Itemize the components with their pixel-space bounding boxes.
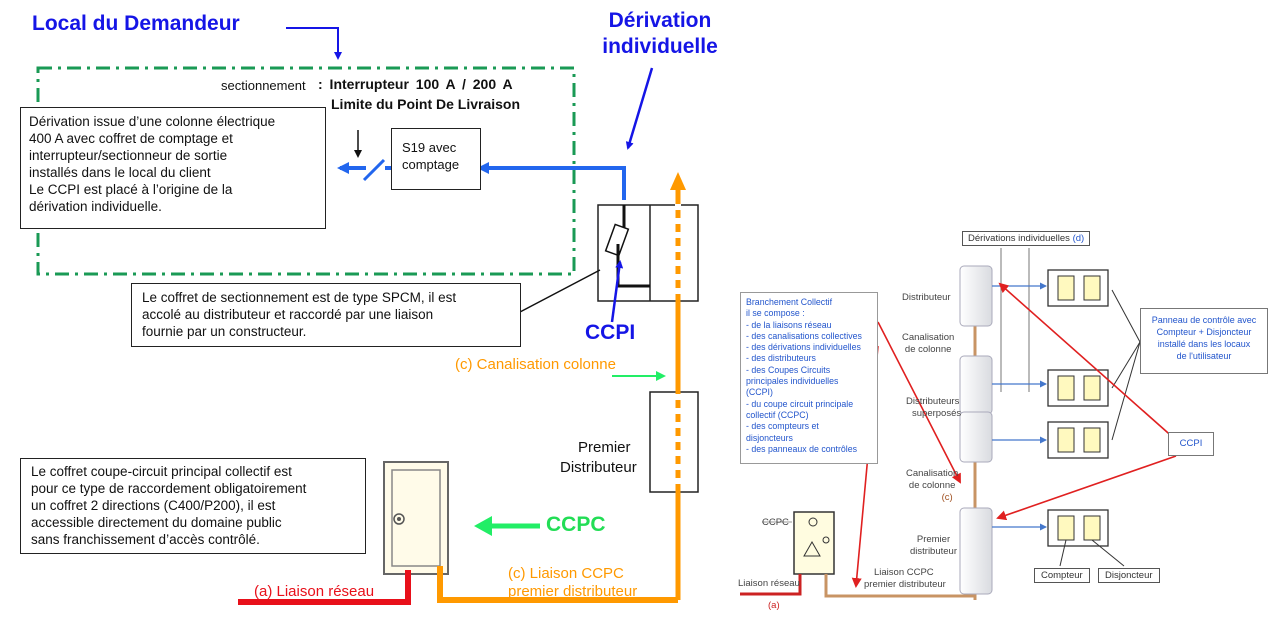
spcm-text-box: Le coffret de sectionnement est de type … xyxy=(131,283,521,347)
sectionnement-value: : Interrupteur 100 A / 200 A xyxy=(318,76,513,92)
distributeur-superpose-2 xyxy=(959,411,993,463)
control-panel-2 xyxy=(1047,369,1109,407)
distributeurs-superposes-label: Distributeurs superposés xyxy=(906,396,962,419)
control-panel-1 xyxy=(1047,269,1109,307)
premier-distributeur-label: Premier Distributeur xyxy=(560,439,637,476)
ccpi-label: CCPI xyxy=(585,321,636,344)
derivations-header: Dérivations individuelles (d) xyxy=(962,231,1091,246)
info-box: Dérivation issue d’une colonne électriqu… xyxy=(20,107,326,229)
branchement-box: Branchement Collectif il se compose : - … xyxy=(740,292,878,464)
local-boundary xyxy=(36,66,576,276)
distributeur-label: Distributeur xyxy=(902,292,951,303)
distributeur-superpose-1 xyxy=(959,355,993,415)
ccpc-right-label: CCPC xyxy=(762,517,789,528)
panneau-box: Panneau de contrôle avec Compteur + Disj… xyxy=(1140,308,1268,374)
liaison-ccpc-right-label: Liaison CCPC premier distributeur xyxy=(864,567,946,590)
premier-distributeur-cabinet xyxy=(959,507,993,595)
control-panel-4 xyxy=(1047,509,1109,547)
ccpc-text: Le coffret coupe-circuit principal colle… xyxy=(31,464,307,547)
limite-label: Limite du Point De Livraison xyxy=(331,96,521,112)
distributeur-cabinet xyxy=(959,265,993,327)
liaison-reseau-right-label: Liaison réseau xyxy=(738,578,800,589)
s19-label-2: comptage xyxy=(402,157,460,172)
derivation-arrow xyxy=(625,67,654,150)
left-diagram-graphics xyxy=(36,27,699,605)
sectionnement-label: sectionnement xyxy=(221,78,306,93)
ccpc-label: CCPC xyxy=(546,513,606,536)
s19-box: S19 avec comptage xyxy=(391,128,481,190)
canalisation-colonne-label: (c) Canalisation colonne xyxy=(455,356,616,373)
a-ref-label: (a) xyxy=(768,600,780,611)
control-panel-3 xyxy=(1047,421,1109,459)
liaison-reseau-label: (a) Liaison réseau xyxy=(254,583,375,600)
derivation-title: Dérivation individuelle xyxy=(602,9,718,58)
ccpc-cabinet-right xyxy=(793,511,835,575)
canalisation-label-1: Canalisation de colonne xyxy=(902,332,955,355)
spcm-text: Le coffret de sectionnement est de type … xyxy=(142,290,457,339)
info-text: Dérivation issue d’une colonne électriqu… xyxy=(29,114,276,214)
premier-distributeur-right-label: Premier distributeur xyxy=(910,534,957,557)
compteur-label: Compteur xyxy=(1034,568,1090,583)
s19-label: S19 avec xyxy=(402,140,457,155)
premier-distributeur-box xyxy=(649,391,699,493)
disjoncteur-label: Disjoncteur xyxy=(1098,568,1160,583)
ccpc-text-box: Le coffret coupe-circuit principal colle… xyxy=(20,458,366,554)
local-title: Local du Demandeur xyxy=(32,12,240,35)
ccpi-right-box: CCPI xyxy=(1168,432,1214,456)
canalisation-label-2: Canalisation de colonne (c) xyxy=(906,468,959,503)
liaison-ccpc-label: (c) Liaison CCPC premier distributeur xyxy=(508,565,638,600)
